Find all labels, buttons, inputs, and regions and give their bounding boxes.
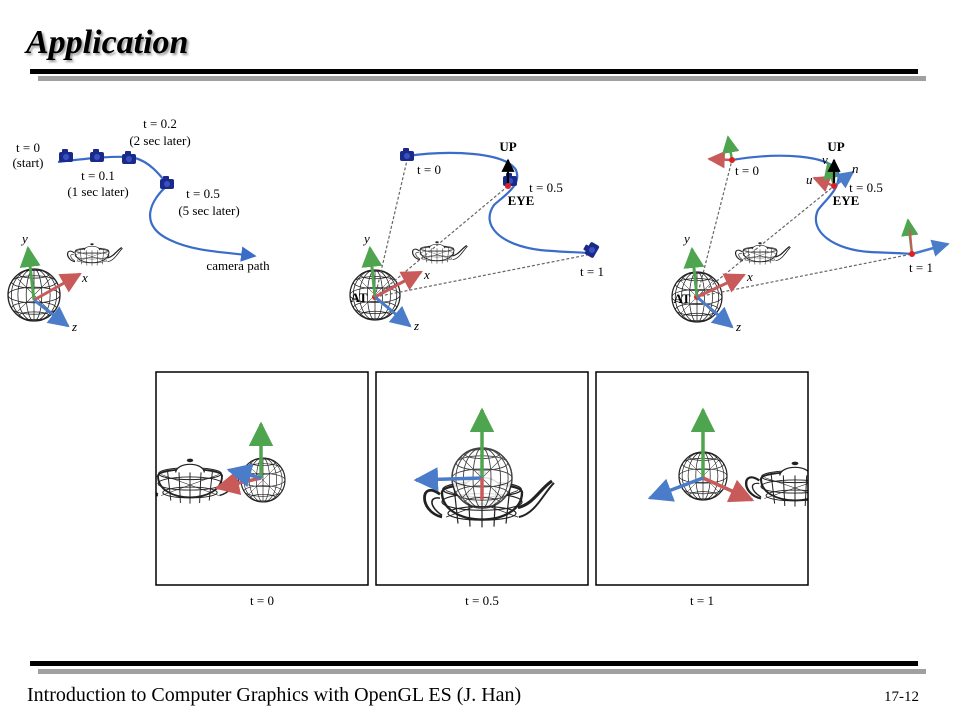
camera-icon <box>90 149 104 162</box>
label-eye: EYE <box>508 193 535 208</box>
eye-point-t1 <box>909 251 915 257</box>
label-eye: EYE <box>833 193 860 208</box>
camera-path-line <box>731 154 913 256</box>
label-up: UP <box>827 139 844 154</box>
panel-1-camera-path: t = 0 (start) t = 0.1 (1 sec later) t = … <box>7 116 270 334</box>
camera-icon <box>122 151 136 164</box>
camera-path-line <box>406 151 591 255</box>
camera-icon <box>581 239 600 259</box>
teapot-object <box>144 459 248 504</box>
footer-rule-shadow <box>38 669 926 674</box>
axis-x-label: x <box>81 270 88 285</box>
axis-z-label: z <box>413 318 419 333</box>
footer-text: Introduction to Computer Graphics with O… <box>27 684 522 706</box>
label-t0: t = 0 <box>16 140 40 155</box>
label-t1: t = 1 <box>580 264 604 279</box>
view-t05: t = 0.5 <box>375 371 589 608</box>
label-t01-note: (1 sec later) <box>67 184 128 199</box>
eye-point-t0 <box>729 157 735 163</box>
axis-x-label: x <box>423 267 430 282</box>
teapot-object <box>746 462 856 507</box>
eye-point <box>831 183 837 189</box>
label-n: n <box>852 161 859 176</box>
world-axes: y x z <box>7 231 123 334</box>
view-label: t = 0.5 <box>465 593 499 608</box>
label-at: AT <box>350 290 367 305</box>
label-t0-note: (start) <box>12 155 43 170</box>
label-at: AT <box>673 291 690 306</box>
camera-icon <box>59 149 73 162</box>
camera-icon <box>400 148 414 161</box>
label-t01: t = 0.1 <box>81 168 115 183</box>
teapot-object <box>736 242 791 264</box>
teapot-object <box>68 243 123 265</box>
view-label: t = 0 <box>250 593 274 608</box>
label-t02: t = 0.2 <box>143 116 177 131</box>
header-rule <box>30 69 918 74</box>
footer-rule <box>30 661 918 666</box>
label-t0: t = 0 <box>417 162 441 177</box>
panel-2-eye-at-up: t = 0 t = 0.5 t = 1 UP EYE AT y x z <box>349 139 604 333</box>
view-t1: t = 1 <box>595 371 856 608</box>
label-up: UP <box>499 139 516 154</box>
page-number: 17-12 <box>884 689 919 705</box>
label-camera-path: camera path <box>206 258 270 273</box>
label-u: u <box>806 172 813 187</box>
label-t05: t = 0.5 <box>186 186 220 201</box>
label-t1: t = 1 <box>909 260 933 275</box>
label-t02-note: (2 sec later) <box>129 133 190 148</box>
axis-y-label: y <box>682 231 690 246</box>
eye-point <box>505 183 511 189</box>
axis-y-label: y <box>362 231 370 246</box>
slide-title: Application <box>26 24 189 61</box>
label-v: v <box>822 152 828 167</box>
axis-z-label: z <box>71 319 77 334</box>
label-t05: t = 0.5 <box>529 180 563 195</box>
view-label: t = 1 <box>690 593 714 608</box>
teapot-object <box>413 241 468 263</box>
label-t05: t = 0.5 <box>849 180 883 195</box>
axis-z-label: z <box>735 319 741 334</box>
axis-y-label: y <box>20 231 28 246</box>
view-t0: t = 0 <box>144 371 369 608</box>
header-rule-shadow <box>38 76 926 81</box>
panel-3-uvn-frame: t = 0 t = 0.5 t = 1 UP EYE AT u v n y x … <box>671 135 950 334</box>
label-t0: t = 0 <box>735 163 759 178</box>
axis-x-label: x <box>746 269 753 284</box>
label-t05-note: (5 sec later) <box>178 203 239 218</box>
